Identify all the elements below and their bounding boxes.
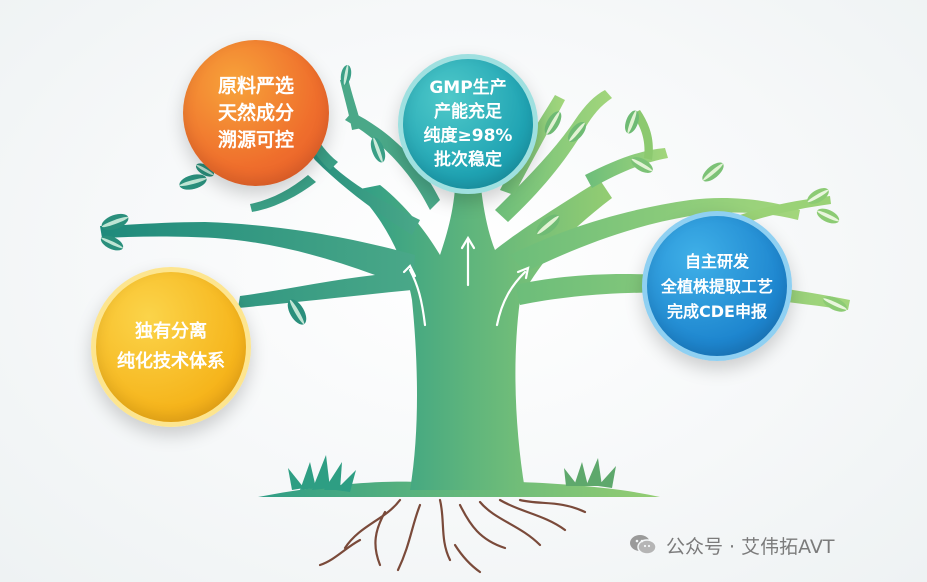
leaf-icon <box>370 137 386 163</box>
leaf-icon <box>625 110 639 134</box>
bubble-rnd: 自主研发 全植株提取工艺 完成CDE申报 <box>642 211 792 361</box>
center-branch-left <box>345 112 440 210</box>
leaf-icon <box>287 299 307 325</box>
bubble-sourcing-line-3: 溯源可控 <box>217 128 294 151</box>
right-twig-top <box>632 110 653 160</box>
leaves <box>100 65 848 325</box>
bubble-sourcing-line-2: 天然成分 <box>217 101 294 124</box>
right-branch-far <box>740 196 831 224</box>
leaf-icon <box>702 162 724 182</box>
leaf-icon <box>568 122 586 142</box>
bubble-sourcing: 原料严选 天然成分 溯源可控 <box>183 40 329 186</box>
bubble-rnd-line-1: 自主研发 <box>684 251 749 271</box>
bubble-gmp-line-1: GMP生产 <box>429 78 507 98</box>
leaf-icon <box>536 214 560 236</box>
right-branch-mid <box>510 198 800 272</box>
left-branch-upper <box>284 108 420 235</box>
leaf-icon <box>195 163 215 177</box>
leaf-icon <box>631 157 653 173</box>
watermark-text: 公众号 · 艾伟拓AVT <box>666 535 835 558</box>
leaf-icon <box>544 111 562 135</box>
trunk <box>355 150 612 490</box>
leaf-icon <box>100 235 124 251</box>
leaf-icon <box>179 174 207 190</box>
bubble-sourcing-line-1: 原料严选 <box>217 74 294 97</box>
bubble-rnd-line-2: 全植株提取工艺 <box>660 276 773 296</box>
watermark: 公众号 · 艾伟拓AVT <box>628 531 835 559</box>
leaf-icon <box>816 208 840 224</box>
bubble-rnd-line-3: 完成CDE申报 <box>667 301 767 321</box>
bubble-gmp-line-4: 批次稳定 <box>434 150 502 170</box>
center-branch-stem <box>340 78 362 130</box>
bubble-purification-line-1: 独有分离 <box>135 321 207 342</box>
leaf-icon <box>807 188 829 204</box>
right-branch-high <box>585 148 668 188</box>
roots <box>318 498 587 574</box>
left-branch-lower <box>100 222 415 308</box>
leaf-icon <box>101 213 129 231</box>
left-twig-2 <box>250 175 316 212</box>
leaf-icon <box>822 296 848 312</box>
bubble-purification: 独有分离 纯化技术体系 <box>91 267 251 427</box>
grass-left <box>288 455 356 492</box>
bubble-gmp-line-2: 产能充足 <box>434 102 502 122</box>
bubble-gmp-line-3: 纯度≥98% <box>423 126 513 146</box>
wechat-icon <box>630 535 657 555</box>
leaf-icon <box>340 65 352 85</box>
bubble-gmp: GMP生产 产能充足 纯度≥98% 批次稳定 <box>398 54 538 194</box>
bubble-purification-line-2: 纯化技术体系 <box>117 351 225 372</box>
grass-right <box>564 458 616 488</box>
growth-arrows <box>402 235 530 327</box>
